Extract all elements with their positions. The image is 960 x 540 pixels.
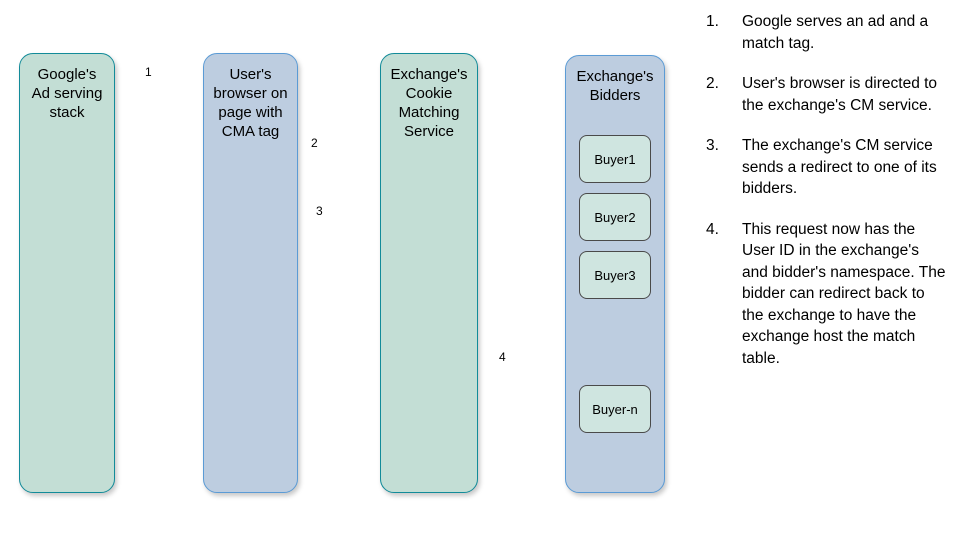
step-number: 1. — [706, 13, 719, 30]
arrow-2-label: 2 — [311, 136, 318, 150]
lane-bidders-label: Exchange's Bidders — [576, 68, 654, 104]
list-item: 2. User's browser is directed to the exc… — [706, 73, 948, 116]
step-number: 2. — [706, 75, 719, 92]
lane-exchange-cookie-matching-service[interactable]: Exchange's Cookie Matching Service — [380, 53, 478, 493]
buyer-box-2[interactable]: Buyer2 — [579, 193, 651, 241]
lane-cms-label: Exchange's Cookie Matching Service — [390, 66, 468, 140]
list-item: 1. Google serves an ad and a match tag. — [706, 11, 948, 54]
step-number: 3. — [706, 137, 719, 154]
lane-user-browser[interactable]: User's browser on page with CMA tag — [203, 53, 298, 493]
lane-google-label: Google's Ad serving stack — [31, 66, 103, 121]
lane-google-ad-serving-stack[interactable]: Google's Ad serving stack — [19, 53, 115, 493]
arrow-4-label: 4 — [499, 350, 506, 364]
lane-browser-label: User's browser on page with CMA tag — [213, 66, 288, 140]
arrow-3-label: 3 — [316, 204, 323, 218]
buyer-box-n[interactable]: Buyer-n — [579, 385, 651, 433]
list-item: 4. This request now has the User ID in t… — [706, 219, 948, 370]
step-number: 4. — [706, 220, 719, 238]
step-text: This request now has the User ID in the … — [742, 220, 946, 367]
steps-list: 1. Google serves an ad and a match tag. … — [706, 11, 948, 388]
buyer-box-1[interactable]: Buyer1 — [579, 135, 651, 183]
buyer-box-3[interactable]: Buyer3 — [579, 251, 651, 299]
list-item: 3. The exchange's CM service sends a red… — [706, 135, 948, 200]
arrow-1-label: 1 — [145, 65, 152, 79]
step-text: User's browser is directed to the exchan… — [742, 75, 938, 114]
step-text: The exchange's CM service sends a redire… — [742, 137, 937, 197]
step-text: Google serves an ad and a match tag. — [742, 13, 929, 52]
